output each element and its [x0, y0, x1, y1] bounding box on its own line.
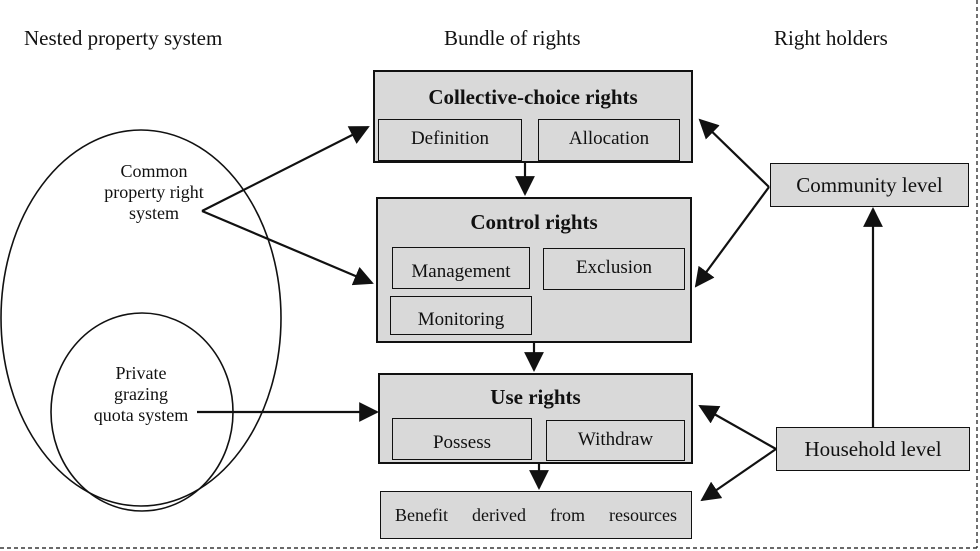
common-property-line-2: property right: [104, 182, 204, 202]
definition-box: Definition: [378, 119, 522, 161]
private-quota-label: Private grazing quota system: [80, 363, 202, 426]
use-rights-box: Use rights Possess Withdraw: [378, 373, 693, 464]
arrow-community-to-collective: [698, 118, 770, 188]
header-nested-property-system: Nested property system: [24, 26, 223, 50]
exclusion-box: Exclusion: [543, 248, 685, 290]
possess-box: Possess: [392, 418, 532, 460]
allocation-box: Allocation: [538, 119, 680, 161]
private-quota-line-2: grazing: [114, 384, 168, 404]
household-level-box: Household level: [776, 427, 970, 471]
management-box: Management: [392, 247, 530, 289]
use-rights-title: Use rights: [490, 385, 581, 409]
common-property-line-1: Common: [120, 161, 188, 181]
arrow-household-to-benefit: [700, 448, 777, 502]
control-rights-box: Control rights Management Exclusion Moni…: [376, 197, 692, 343]
community-level-box: Community level: [770, 163, 969, 207]
private-quota-line-3: quota system: [93, 405, 189, 425]
benefit-box: Benefit derived from resources: [380, 491, 692, 539]
header-right-holders: Right holders: [774, 26, 888, 50]
control-rights-title: Control rights: [470, 210, 598, 234]
common-property-ellipse: [0, 129, 282, 507]
benefit-word-1: Benefit: [395, 504, 448, 525]
collective-choice-rights-title: Collective-choice rights: [428, 85, 638, 109]
arrow-common-to-collective: [201, 126, 370, 212]
arrow-household-to-use: [698, 405, 777, 450]
benefit-word-3: from: [550, 504, 585, 525]
arrow-community-to-control: [694, 186, 770, 288]
withdraw-box: Withdraw: [546, 420, 685, 461]
benefit-word-4: resources: [609, 504, 677, 525]
benefit-word-2: derived: [472, 504, 526, 525]
common-property-label: Common property right system: [78, 161, 230, 224]
header-bundle-of-rights: Bundle of rights: [444, 26, 581, 50]
common-property-line-3: system: [128, 203, 179, 223]
collective-choice-rights-box: Collective-choice rights Definition Allo…: [373, 70, 693, 163]
private-quota-line-1: Private: [115, 363, 167, 383]
arrow-common-to-control: [201, 209, 374, 286]
monitoring-box: Monitoring: [390, 296, 532, 335]
